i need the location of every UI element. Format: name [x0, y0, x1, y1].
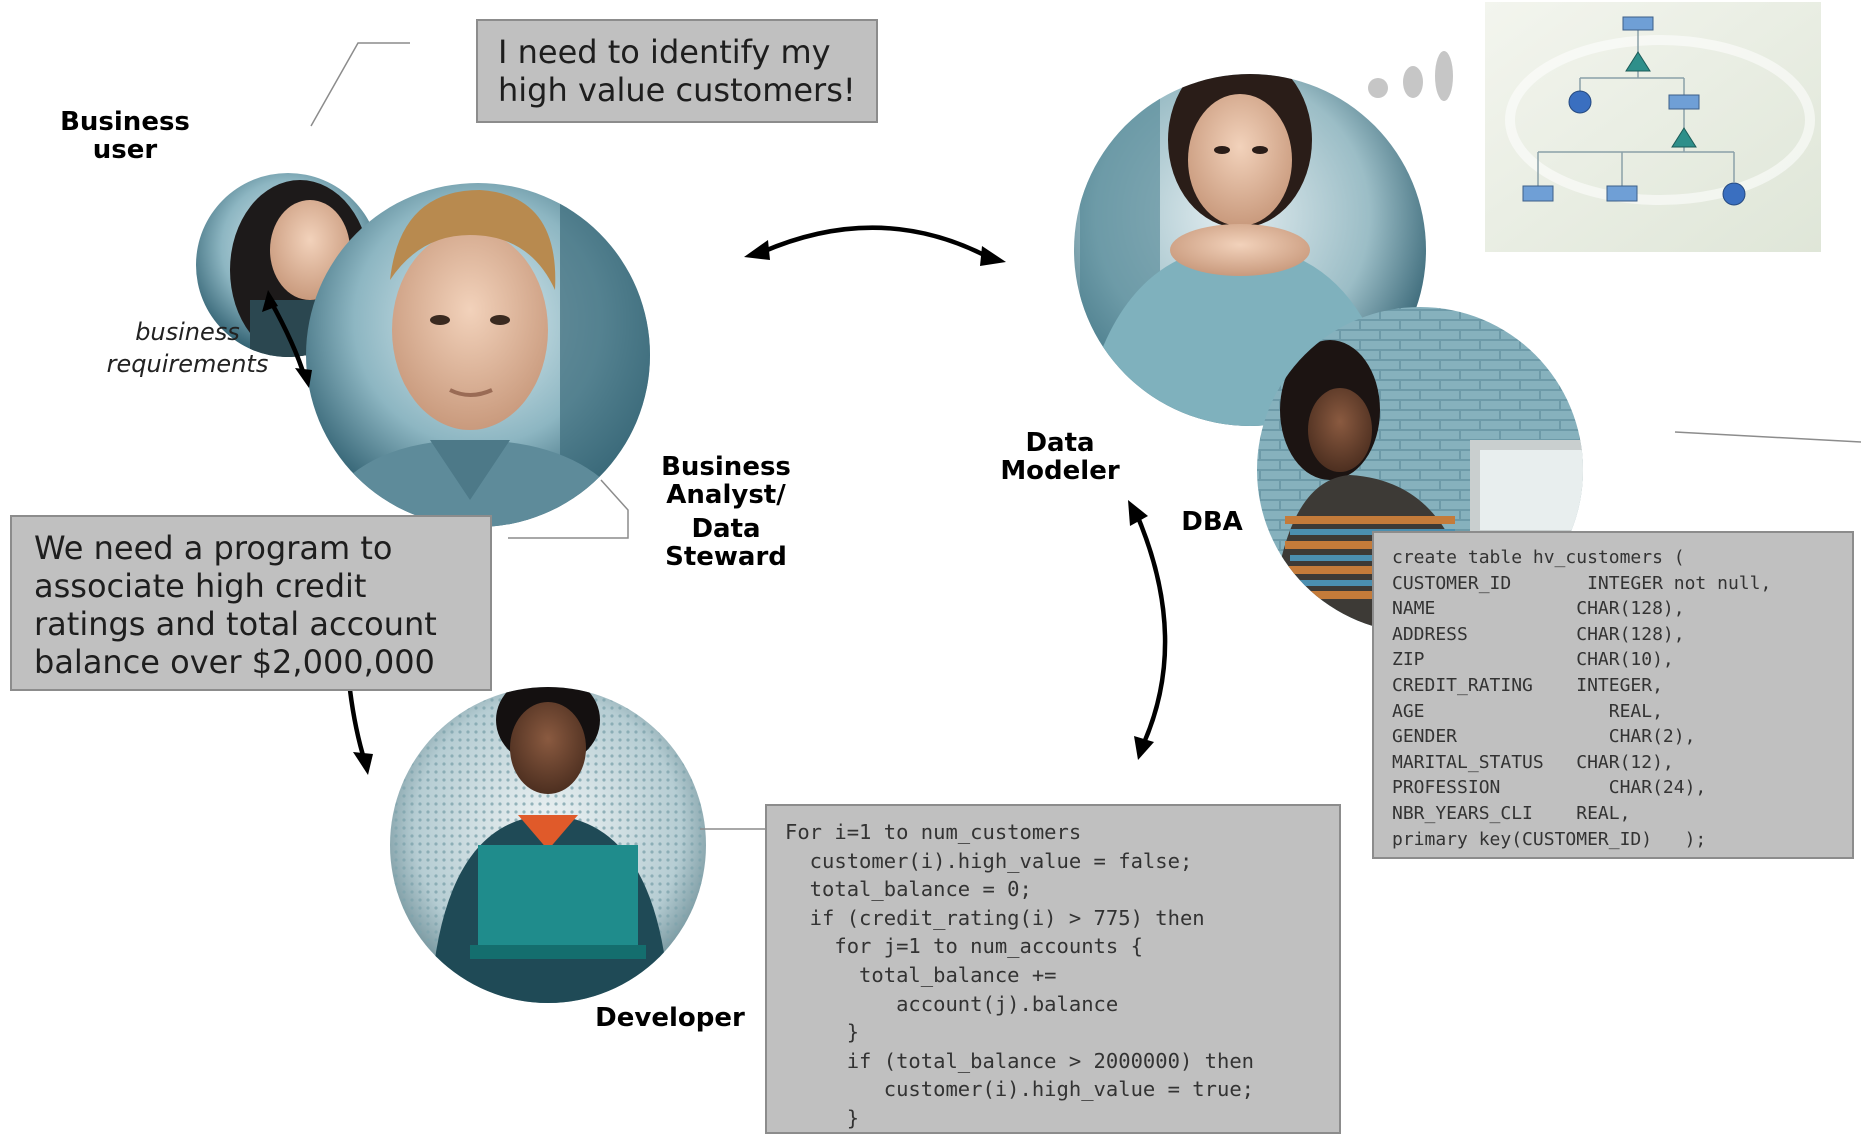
callout-line: associate high credit — [34, 567, 367, 605]
arrowhead — [1134, 736, 1154, 760]
business-requirements-line: business — [135, 318, 240, 346]
business-analyst-line: Analyst/ — [666, 480, 786, 510]
dba-label: DBA — [1172, 508, 1252, 536]
sql-ddl-callout: create table hv_customers ( CUSTOMER_ID … — [1372, 531, 1854, 859]
business-requirements-line: requirements — [106, 350, 269, 378]
sql-ddl-code: create table hv_customers ( CUSTOMER_ID … — [1392, 547, 1772, 850]
callout-line: We need a program to — [34, 529, 393, 567]
arrowhead — [744, 240, 770, 260]
business-user-label: Business user — [50, 108, 200, 164]
data-model-diagram — [1485, 2, 1821, 252]
arrowhead — [980, 246, 1006, 266]
model-triangle — [1671, 127, 1697, 148]
business-user-callout: I need to identify my high value custome… — [476, 19, 878, 123]
program-code: For i=1 to num_customers customer(i).hig… — [785, 820, 1254, 1130]
dba-text: DBA — [1181, 507, 1243, 537]
arrowhead — [353, 752, 373, 775]
callout-line: ratings and total account — [34, 605, 437, 643]
business-requirements-label: business requirements — [100, 316, 275, 380]
developer-photo — [390, 687, 706, 1003]
arrowhead — [295, 368, 312, 388]
thought-bubbles — [1368, 51, 1453, 101]
model-entity-rect — [1622, 16, 1654, 31]
developer-label: Developer — [588, 1004, 752, 1032]
developer-modeler-arrow — [1134, 514, 1168, 746]
business-analyst-line: Steward — [665, 542, 787, 572]
data-modeler-line: Data — [1025, 428, 1095, 458]
model-entity-rect — [1522, 185, 1554, 202]
model-entity-rect — [1606, 185, 1638, 202]
callout-line: balance over $2,000,000 — [34, 643, 435, 681]
callout-line: I need to identify my — [498, 33, 831, 71]
business-analyst-label: Business Analyst/ Data Steward — [652, 453, 800, 571]
data-modeler-line: Modeler — [1000, 456, 1120, 486]
callout-line: high value customers! — [498, 71, 856, 109]
model-triangle — [1625, 51, 1651, 72]
model-circle — [1568, 90, 1592, 114]
business-analyst-line: Business — [661, 452, 791, 482]
analyst-developer-arrow — [347, 689, 368, 763]
model-circle — [1722, 182, 1746, 206]
model-entity-rect — [1668, 94, 1700, 110]
business-user-text: Business user — [60, 107, 190, 165]
arrowhead — [262, 290, 278, 312]
analyst-modeler-arrow — [759, 225, 992, 260]
program-code-callout: For i=1 to num_customers customer(i).hig… — [765, 804, 1341, 1134]
arrowhead — [1128, 500, 1148, 526]
developer-text: Developer — [595, 1003, 745, 1033]
business-analyst-line: Data — [691, 514, 761, 544]
data-modeler-label: Data Modeler — [990, 429, 1130, 485]
leader-lines — [310, 42, 1861, 830]
analyst-callout: We need a program to associate high cred… — [10, 515, 492, 691]
